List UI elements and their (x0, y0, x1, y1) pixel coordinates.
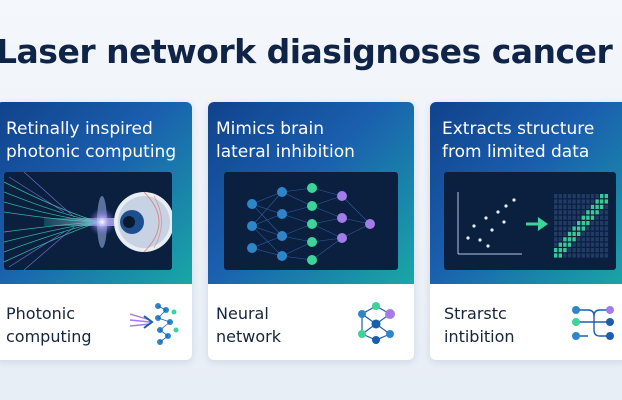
card-footer-line: intibition (444, 327, 515, 346)
card-footer-line: Strarstc (444, 304, 507, 323)
card-heading: Retinally inspired photonic computing (6, 118, 186, 164)
card-heading-line: Mimics brain (216, 119, 324, 139)
card-footer-line: network (216, 327, 281, 346)
page-title: Laser network diasignoses cancer (0, 32, 613, 71)
card-footer-line: computing (6, 327, 92, 346)
card-footer-label: Strarstc intibition (444, 302, 554, 348)
node-graph-icon (352, 300, 402, 346)
card-heading-line: from limited data (442, 142, 590, 162)
card-footer-label: Photonic computing (6, 302, 116, 348)
neural-network-graph-icon (224, 172, 398, 270)
branching-nodes-icon (568, 300, 618, 346)
card-header-panel: Mimics brain lateral inhibition (208, 102, 414, 284)
scatter-to-matrix-icon (444, 172, 616, 270)
card-heading-line: lateral inhibition (216, 142, 355, 162)
card-heading-line: photonic computing (6, 142, 177, 162)
feature-card-structure: Extracts structure from limited data (430, 102, 622, 360)
card-heading-line: Retinally inspired (6, 119, 153, 139)
card-footer-label: Neural network (216, 302, 326, 348)
card-header-panel: Retinally inspired photonic computing (0, 102, 192, 284)
photonic-network-icon (130, 300, 180, 346)
eye-lens-light-beam-icon (4, 172, 172, 270)
feature-card-photonic: Retinally inspired photonic computing (0, 102, 192, 360)
feature-card-neural: Mimics brain lateral inhibition (208, 102, 414, 360)
card-footer-line: Neural (216, 304, 269, 323)
card-heading-line: Extracts structure (442, 119, 595, 139)
card-heading: Extracts structure from limited data (442, 118, 622, 164)
card-header-panel: Extracts structure from limited data (430, 102, 622, 284)
card-heading: Mimics brain lateral inhibition (216, 118, 396, 164)
card-footer-line: Photonic (6, 304, 76, 323)
